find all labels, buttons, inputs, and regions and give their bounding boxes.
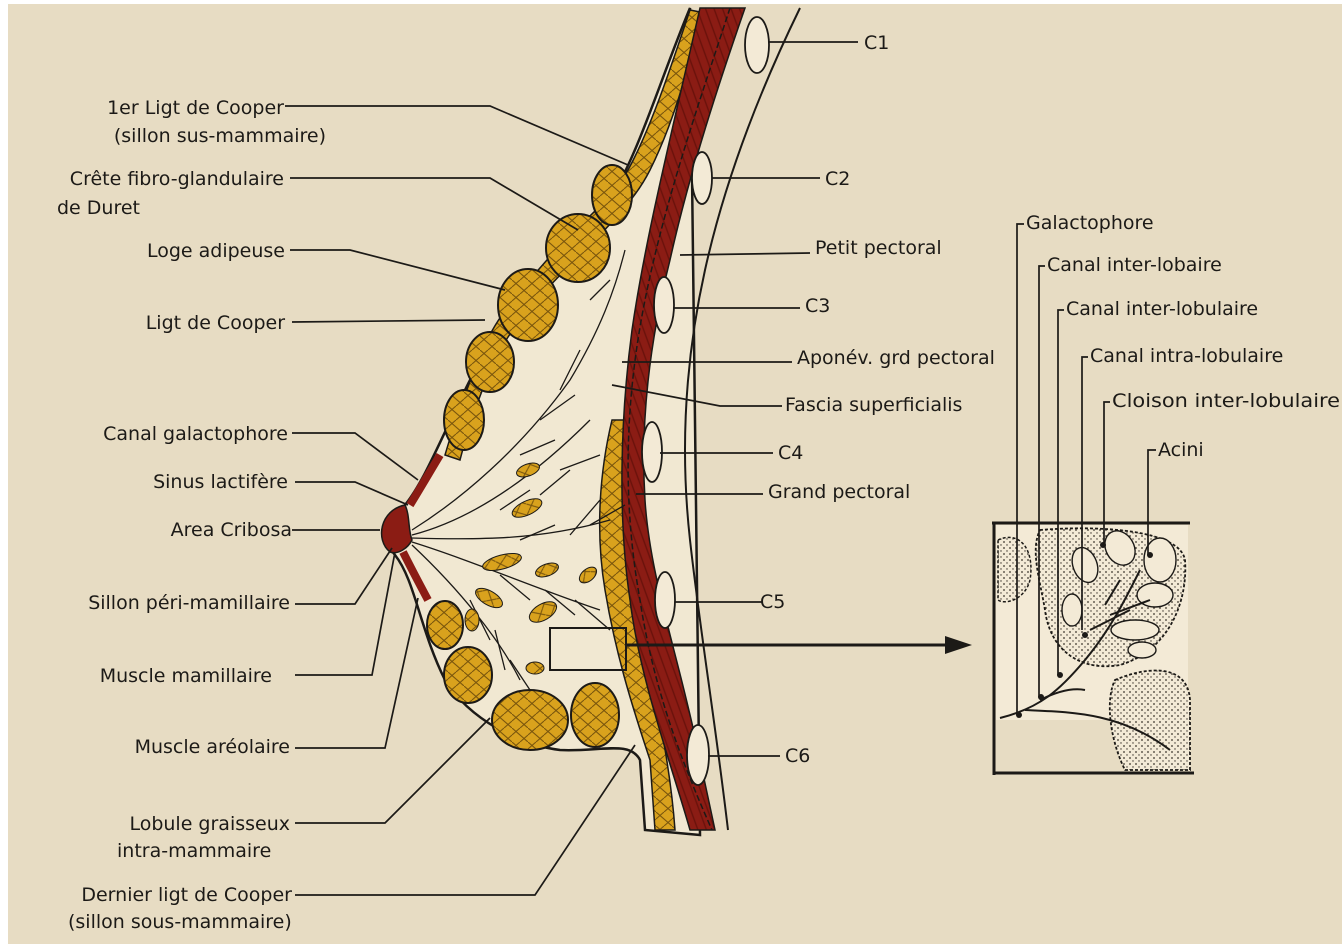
label-canal-galactophore: Canal galactophore <box>103 423 288 445</box>
label-c5: C5 <box>760 591 785 613</box>
label-dernier-ligt-cooper: Dernier ligt de Cooper <box>81 884 292 906</box>
label-c6: C6 <box>785 745 810 767</box>
label-grand-pectoral: Grand pectoral <box>768 481 910 503</box>
label-loge-adipeuse: Loge adipeuse <box>147 240 285 262</box>
label-crete-fibro: Crête fibro-glandulaire <box>70 168 284 190</box>
label-ligt-cooper: Ligt de Cooper <box>146 312 285 334</box>
label-muscle-mamillaire: Muscle mamillaire <box>100 665 272 687</box>
label-crete-fibro-sub: de Duret <box>57 197 140 219</box>
label-lobule-graisseux: Lobule graisseux <box>129 813 290 835</box>
label-canal-inter-lobaire: Canal inter-lobaire <box>1047 254 1222 276</box>
label-c3: C3 <box>805 295 830 317</box>
label-sinus-lactifere: Sinus lactifère <box>153 471 288 493</box>
label-fascia-superficialis: Fascia superficialis <box>785 394 962 416</box>
label-dernier-ligt-cooper-sub: (sillon sous-mammaire) <box>68 911 292 933</box>
label-area-cribosa: Area Cribosa <box>171 519 292 541</box>
label-c1: C1 <box>864 32 889 54</box>
label-canal-inter-lobulaire: Canal inter-lobulaire <box>1066 298 1258 320</box>
label-aponev-grd-pectoral: Aponév. grd pectoral <box>797 347 995 369</box>
label-petit-pectoral: Petit pectoral <box>815 237 942 259</box>
label-muscle-areolaire: Muscle aréolaire <box>135 736 290 758</box>
label-ligt-cooper-1-sub: (sillon sus-mammaire) <box>114 125 326 147</box>
label-c2: C2 <box>825 168 850 190</box>
label-sillon-peri-mamillaire: Sillon péri-mamillaire <box>88 592 290 614</box>
label-cloison-inter-lobulaire: Cloison inter-lobulaire <box>1112 390 1340 412</box>
label-canal-intra-lobulaire: Canal intra-lobulaire <box>1090 345 1283 367</box>
label-galactophore: Galactophore <box>1026 212 1154 234</box>
label-ligt-cooper-1: 1er Ligt de Cooper <box>107 97 284 119</box>
label-c4: C4 <box>778 442 803 464</box>
label-acini: Acini <box>1158 439 1204 461</box>
label-lobule-graisseux-sub: intra-mammaire <box>117 840 271 862</box>
